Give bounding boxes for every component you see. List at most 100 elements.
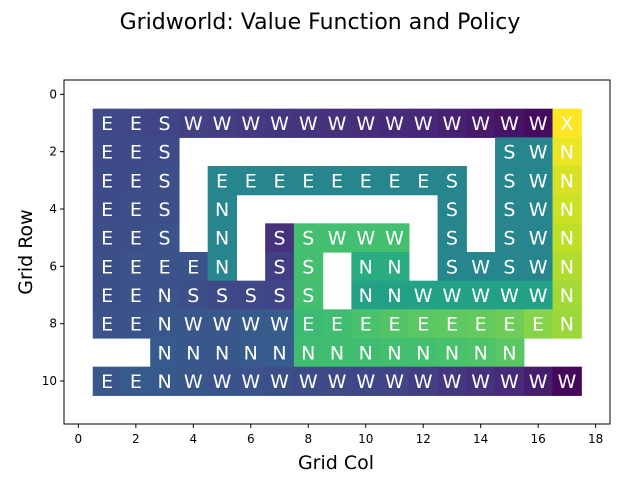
policy-action-label: W <box>299 371 318 393</box>
y-tick-label: 6 <box>49 259 57 273</box>
heatmap-cell <box>523 280 554 310</box>
heatmap-cell <box>437 338 467 368</box>
policy-action-label: S <box>446 228 458 250</box>
heatmap-cell <box>437 280 467 310</box>
policy-action-label: S <box>503 142 515 164</box>
heatmap-cell <box>437 223 467 253</box>
heatmap-cell <box>207 166 238 196</box>
policy-action-label: X <box>560 113 573 135</box>
heatmap-cell <box>495 108 525 138</box>
x-tick-label: 12 <box>416 432 431 446</box>
policy-action-label: W <box>213 314 232 336</box>
policy-action-label: S <box>273 256 285 278</box>
heatmap-cell <box>92 366 123 396</box>
x-tick-label: 18 <box>588 432 603 446</box>
x-tick-label: 4 <box>189 432 197 446</box>
policy-action-label: E <box>130 256 142 278</box>
policy-action-label: E <box>360 314 372 336</box>
policy-action-label: N <box>272 342 286 364</box>
heatmap-cell <box>178 338 209 368</box>
policy-action-label: E <box>130 371 142 393</box>
policy-action-label: S <box>159 170 171 192</box>
policy-action-label: E <box>388 314 400 336</box>
heatmap-cell <box>351 280 381 310</box>
heatmap-cell <box>150 223 180 253</box>
policy-action-label: E <box>130 285 142 307</box>
heatmap-cell <box>178 366 209 396</box>
heatmap-cell <box>351 366 381 396</box>
policy-action-label: E <box>101 170 113 192</box>
heatmap-cell <box>150 366 180 396</box>
heatmap-cell <box>322 338 352 368</box>
heatmap-cells <box>92 108 582 396</box>
policy-action-label: E <box>101 228 113 250</box>
policy-action-label: W <box>241 113 260 135</box>
heatmap-cell <box>150 194 180 224</box>
policy-action-label: W <box>443 113 462 135</box>
heatmap-cell <box>408 309 439 339</box>
heatmap-cell <box>121 309 151 339</box>
policy-action-label: W <box>529 256 548 278</box>
policy-action-label: S <box>159 199 171 221</box>
policy-action-label: S <box>503 170 515 192</box>
policy-action-label: E <box>446 314 458 336</box>
policy-action-label: E <box>101 142 113 164</box>
heatmap-cell <box>207 309 238 339</box>
heatmap-cell <box>265 252 295 282</box>
heatmap-cell <box>495 223 525 253</box>
policy-action-label: N <box>215 199 229 221</box>
heatmap-cell <box>351 166 381 196</box>
policy-action-label: E <box>101 371 113 393</box>
policy-action-label: W <box>500 371 519 393</box>
heatmap-cell <box>207 252 238 282</box>
heatmap-cell <box>92 309 123 339</box>
policy-action-label: W <box>184 113 203 135</box>
x-tick-label: 6 <box>247 432 255 446</box>
heatmap-cell <box>552 366 582 396</box>
heatmap-cell <box>150 137 180 167</box>
heatmap-cell <box>178 280 209 310</box>
policy-action-label: S <box>159 113 171 135</box>
policy-action-label: E <box>159 256 171 278</box>
policy-action-label: E <box>360 170 372 192</box>
heatmap-cell <box>150 108 180 138</box>
heatmap-cell <box>523 309 554 339</box>
heatmap-cell <box>552 252 582 282</box>
heatmap-cell <box>495 166 525 196</box>
heatmap-cell <box>523 366 554 396</box>
policy-action-label: S <box>503 256 515 278</box>
heatmap-cell <box>495 252 525 282</box>
heatmap-cell <box>92 223 123 253</box>
x-tick-label: 0 <box>75 432 83 446</box>
policy-action-label: S <box>245 285 257 307</box>
policy-action-label: N <box>157 285 171 307</box>
heatmap-cell <box>178 309 209 339</box>
heatmap-cell <box>265 366 295 396</box>
heatmap-cell <box>121 366 151 396</box>
heatmap-cell <box>495 366 525 396</box>
heatmap-cell <box>207 223 238 253</box>
x-tick-label: 2 <box>132 432 140 446</box>
policy-action-label: E <box>274 170 286 192</box>
heatmap-cell <box>495 194 525 224</box>
heatmap-cell <box>552 309 582 339</box>
heatmap-cell <box>150 338 180 368</box>
heatmap-cell <box>121 223 151 253</box>
heatmap-cell <box>207 366 238 396</box>
policy-action-label: W <box>443 285 462 307</box>
policy-action-label: E <box>101 113 113 135</box>
policy-action-label: E <box>130 314 142 336</box>
policy-action-label: W <box>443 371 462 393</box>
policy-action-label: W <box>529 199 548 221</box>
policy-action-label: N <box>359 256 373 278</box>
policy-action-label: E <box>101 199 113 221</box>
policy-action-label: E <box>245 170 257 192</box>
heatmap-cell <box>207 194 238 224</box>
y-tick-label: 10 <box>42 374 57 388</box>
heatmap-cell <box>265 108 295 138</box>
policy-action-label: W <box>356 371 375 393</box>
policy-action-label: W <box>529 228 548 250</box>
policy-action-label: N <box>359 285 373 307</box>
policy-action-label: S <box>302 228 314 250</box>
